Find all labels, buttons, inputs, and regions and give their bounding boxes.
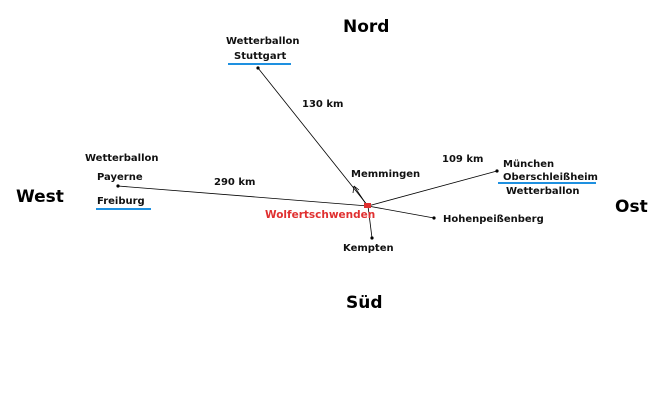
payerne-line1: Wetterballon	[85, 153, 158, 164]
line-to-muenchen	[367, 170, 498, 207]
stuttgart-underline	[228, 63, 291, 65]
payerne-underline	[96, 208, 151, 210]
direction-east: Ost	[615, 197, 648, 217]
line-to-hohenpeissenberg	[367, 205, 435, 219]
muenchen-distance: 109 km	[442, 154, 483, 165]
muenchen-underline	[498, 182, 596, 184]
center-label: Wolfertschwenden	[265, 209, 375, 221]
muenchen-line1: München	[503, 159, 554, 170]
line-to-stuttgart	[257, 67, 369, 207]
hohenpeissenberg-point	[432, 216, 436, 220]
stuttgart-distance: 130 km	[302, 99, 343, 110]
kempten-point	[370, 236, 374, 240]
memmingen-label: Memmingen	[351, 169, 420, 180]
direction-west: West	[16, 187, 64, 207]
direction-north: Nord	[343, 17, 389, 37]
payerne-line2: Payerne	[97, 172, 143, 183]
memmingen-arrow-icon	[352, 185, 367, 205]
kempten-label: Kempten	[343, 243, 394, 254]
payerne-line3: Freiburg	[97, 196, 145, 207]
stuttgart-point	[256, 66, 260, 70]
line-to-kempten	[367, 205, 373, 239]
muenchen-line3: Wetterballon	[506, 186, 579, 197]
center-point	[364, 203, 371, 208]
payerne-point	[116, 184, 120, 188]
line-to-payerne	[117, 185, 369, 207]
payerne-distance: 290 km	[214, 177, 255, 188]
muenchen-line2: Oberschleißheim	[503, 172, 598, 183]
muenchen-point	[495, 169, 499, 173]
direction-south: Süd	[346, 293, 383, 313]
stuttgart-line1: Wetterballon	[226, 36, 299, 47]
hohenpeissenberg-label: Hohenpeißenberg	[443, 214, 544, 225]
stuttgart-line2: Stuttgart	[234, 51, 287, 62]
